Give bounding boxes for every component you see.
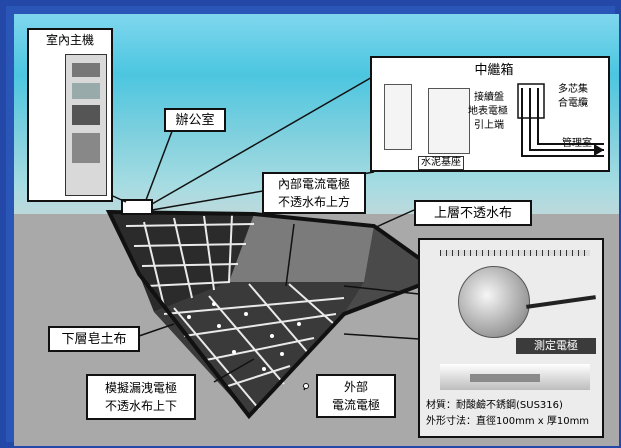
leak-electrode-line1: 模擬漏洩電極 <box>104 381 177 395</box>
dimension-spec: 外形寸法：直徑100mm x 厚10mm <box>426 416 590 427</box>
multicore-cable-2: 合電纜 <box>558 98 588 109</box>
measurement-electrode-label: 測定電極 <box>516 338 596 354</box>
server-cabinet <box>65 54 107 196</box>
external-electrode-line2: 電流電極 <box>331 398 380 412</box>
indoor-host-label: 室內主機 <box>45 33 94 47</box>
office-building <box>121 199 153 215</box>
concrete-base-label: 水泥基座 <box>418 156 464 170</box>
external-electrode-point <box>303 383 309 389</box>
junction-note-2: 地表電極 <box>468 106 508 117</box>
ruler <box>440 250 590 256</box>
leak-electrode-line2: 不透水布上下 <box>104 399 177 413</box>
cabinet-sketch-2 <box>428 88 470 154</box>
electrode-side-view <box>440 364 590 390</box>
upper-liner-label: 上層不透水布 <box>414 200 532 226</box>
pit-right-wall <box>344 226 444 314</box>
office-label: 辦公室 <box>164 108 226 132</box>
liner-grid <box>105 209 449 420</box>
junction-box-title: 中繼箱 <box>474 63 514 78</box>
lower-clay-liner-label: 下層皂土布 <box>48 326 140 352</box>
internal-electrode-line1: 內部電流電極 <box>277 177 350 191</box>
internal-electrode-label: 內部電流電極 不透水布上方 <box>262 172 366 214</box>
material-spec: 材質：耐酸鹼不銹鋼(SUS316) <box>426 400 563 411</box>
cabinet-sketch-1 <box>384 84 412 150</box>
junction-note-1: 接續盤 <box>474 92 504 103</box>
pit-back-wall <box>229 214 374 282</box>
leak-electrode-label: 模擬漏洩電極 不透水布上下 <box>86 374 196 420</box>
diagram-canvas: 室內主機 辦公室 中繼箱 水泥基座 接續盤 地表電極 引上端 多芯集 合電纜 管… <box>14 14 619 446</box>
external-electrode-label: 外部 電流電極 <box>316 374 396 418</box>
cable-sketch <box>517 83 604 157</box>
junction-note-3: 引上端 <box>474 120 504 131</box>
electrode-cable <box>526 295 596 309</box>
electrode-photo-panel: 測定電極 材質：耐酸鹼不銹鋼(SUS316) 外形寸法：直徑100mm x 厚1… <box>418 238 604 438</box>
internal-electrode-line2: 不透水布上方 <box>277 195 350 209</box>
external-electrode-line1: 外部 <box>343 380 368 394</box>
multicore-cable-1: 多芯集 <box>558 84 588 95</box>
electrode-disc <box>458 266 530 338</box>
indoor-host-photo: 室內主機 <box>27 28 113 202</box>
junction-box-panel: 中繼箱 水泥基座 接續盤 地表電極 引上端 多芯集 合電纜 管理室 <box>370 56 610 172</box>
